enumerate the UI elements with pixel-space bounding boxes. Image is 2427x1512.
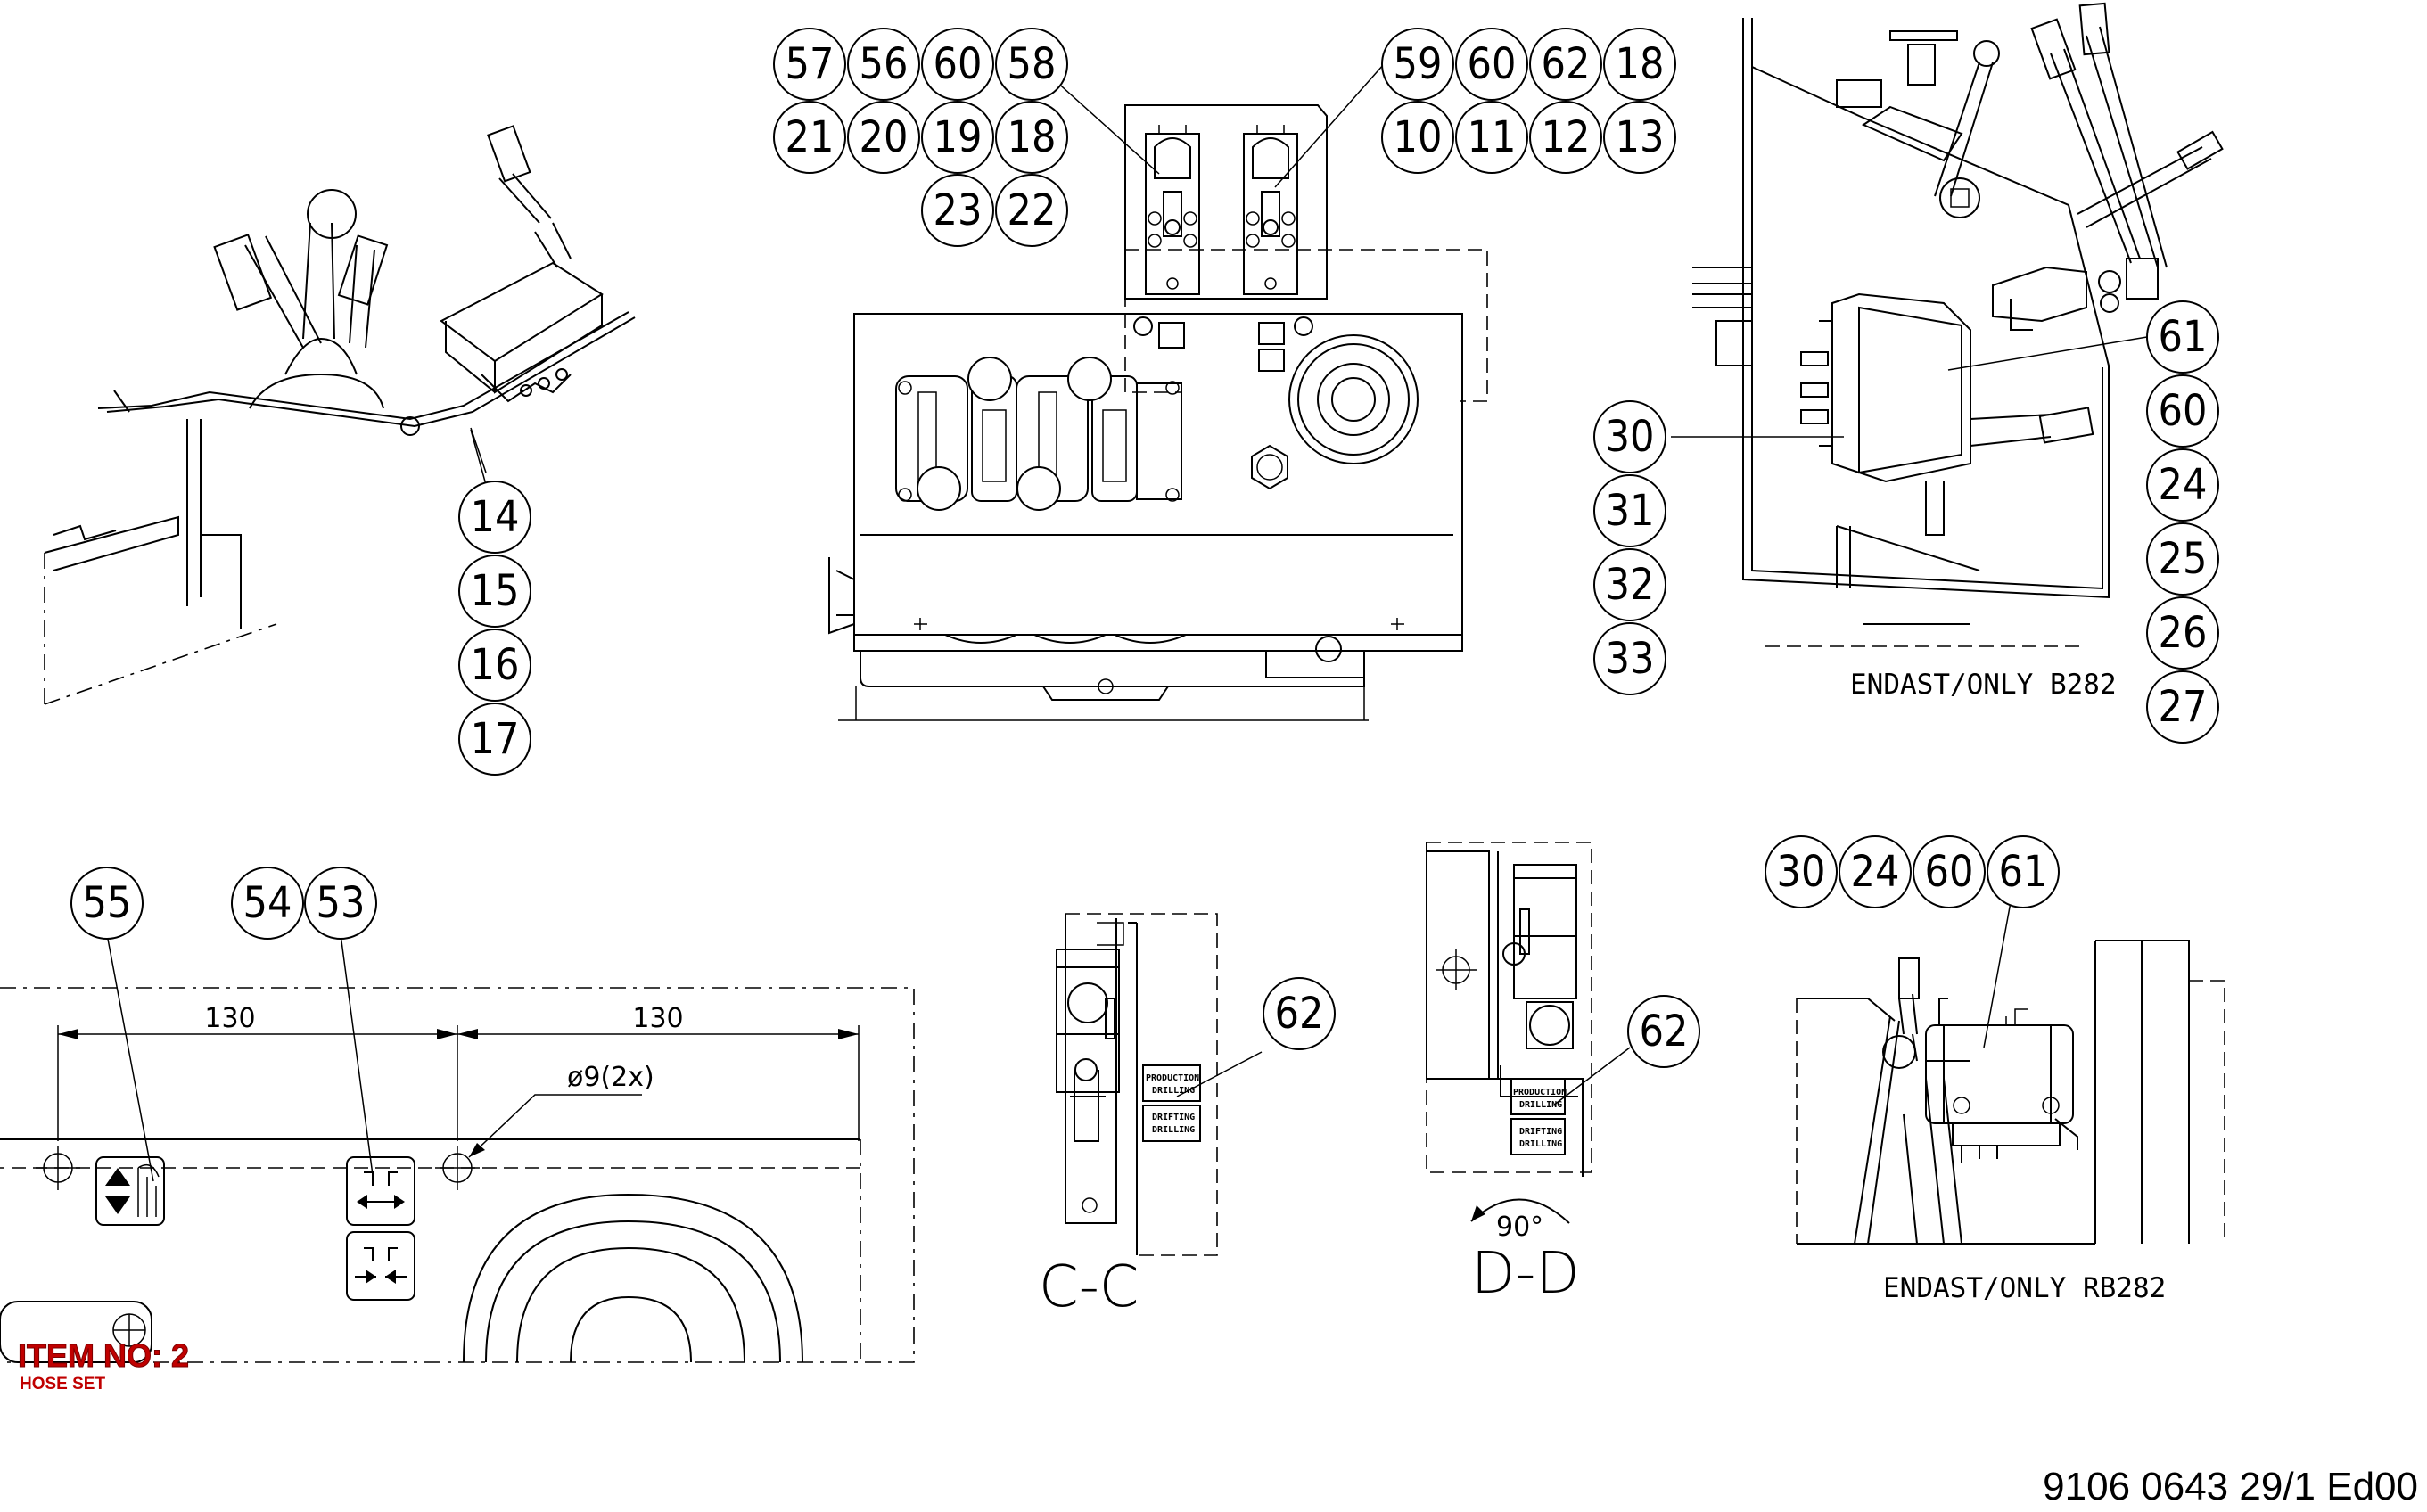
balloon-61: 61 xyxy=(1999,847,2048,897)
balloon-17: 17 xyxy=(471,714,520,764)
balloon-55: 55 xyxy=(83,878,132,928)
main-panel-view xyxy=(828,104,1488,721)
hole-diameter-note: ø9(2x) xyxy=(567,1062,654,1093)
balloon-group-left-switch: 57 56 60 58 21 20 19 18 23 22 xyxy=(773,28,1068,247)
balloon-60: 60 xyxy=(934,39,983,89)
side-panel-view-b282 xyxy=(1692,2,2224,647)
balloon-60: 60 xyxy=(1925,847,1974,897)
side-panel-view-rb282 xyxy=(1796,940,2225,1245)
balloon-27: 27 xyxy=(2159,682,2208,732)
label-drifting-dd: DRIFTING xyxy=(1519,1127,1562,1137)
balloon-14: 14 xyxy=(471,492,520,542)
label-drilling-dd-1: DRILLING xyxy=(1519,1100,1562,1110)
balloon-33: 33 xyxy=(1606,634,1655,684)
balloon-23: 23 xyxy=(934,185,983,235)
balloon-10: 10 xyxy=(1394,112,1443,162)
balloon-62: 62 xyxy=(1542,39,1591,89)
balloon-54: 54 xyxy=(243,878,292,928)
balloon-24: 24 xyxy=(1851,847,1900,897)
balloon-19: 19 xyxy=(934,112,983,162)
dimension-130-right: 130 xyxy=(632,1003,683,1034)
balloon-group-b282-right: 61 60 24 25 26 27 xyxy=(2146,300,2219,744)
section-label-dd: D-D xyxy=(1471,1241,1580,1307)
balloon-62: 62 xyxy=(1640,1007,1689,1056)
balloon-18: 18 xyxy=(1616,39,1665,89)
leader-lines xyxy=(106,63,2148,1182)
balloon-22: 22 xyxy=(1008,185,1057,235)
rotation-angle: 90° xyxy=(1496,1212,1543,1243)
balloon-31: 31 xyxy=(1606,486,1655,536)
balloon-57: 57 xyxy=(786,39,835,89)
balloon-60: 60 xyxy=(2159,386,2208,436)
balloon-16: 16 xyxy=(471,640,520,690)
balloon-59: 59 xyxy=(1394,39,1443,89)
label-drilling-dd-2: DRILLING xyxy=(1519,1139,1562,1149)
balloon-24: 24 xyxy=(2159,460,2208,510)
balloon-group-14-17: 14 15 16 17 xyxy=(458,481,531,776)
dimension-130-left: 130 xyxy=(204,1003,255,1034)
label-drilling-cc-2: DRILLING xyxy=(1152,1125,1195,1135)
balloon-group-layout: 55 54 53 xyxy=(70,867,377,940)
isometric-panel-view xyxy=(44,125,636,705)
balloon-21: 21 xyxy=(786,112,835,162)
balloon-group-sections: 62 62 xyxy=(1263,977,1700,1068)
section-dd-view xyxy=(1426,842,1592,1224)
label-production-cc: PRODUCTION xyxy=(1146,1073,1199,1083)
balloon-15: 15 xyxy=(471,566,520,616)
balloon-30: 30 xyxy=(1606,412,1655,462)
balloon-60: 60 xyxy=(1468,39,1517,89)
label-production-dd: PRODUCTION xyxy=(1513,1088,1567,1097)
balloon-32: 32 xyxy=(1606,560,1655,610)
balloon-group-rb282: 30 24 60 61 xyxy=(1765,835,2060,908)
document-number: 9106 0643 29/1 Ed00 xyxy=(2043,1465,2418,1508)
balloon-26: 26 xyxy=(2159,608,2208,658)
balloon-56: 56 xyxy=(860,39,909,89)
balloon-62: 62 xyxy=(1275,989,1324,1039)
balloon-58: 58 xyxy=(1008,39,1057,89)
note-only-rb282: ENDAST/ONLY RB282 xyxy=(1883,1272,2166,1304)
balloon-18: 18 xyxy=(1008,112,1057,162)
balloon-11: 11 xyxy=(1468,112,1517,162)
balloon-30: 30 xyxy=(1777,847,1826,897)
balloon-53: 53 xyxy=(317,878,366,928)
balloon-group-b282-left: 30 31 32 33 xyxy=(1593,400,1666,695)
section-cc-view xyxy=(1056,913,1218,1256)
balloon-25: 25 xyxy=(2159,534,2208,584)
item-number-title: ITEM NO: 2 xyxy=(18,1337,189,1374)
section-label-cc: C-C xyxy=(1039,1254,1139,1320)
item-subtitle: HOSE SET xyxy=(20,1375,105,1393)
balloon-12: 12 xyxy=(1542,112,1591,162)
balloon-20: 20 xyxy=(860,112,909,162)
balloon-group-right-switch: 59 60 62 18 10 11 12 13 xyxy=(1381,28,1676,174)
balloon-61: 61 xyxy=(2159,312,2208,362)
balloon-13: 13 xyxy=(1616,112,1665,162)
label-drifting-cc: DRIFTING xyxy=(1152,1113,1195,1122)
layout-view xyxy=(0,987,915,1363)
label-drilling-cc-1: DRILLING xyxy=(1152,1086,1195,1096)
note-only-b282: ENDAST/ONLY B282 xyxy=(1850,669,2117,701)
